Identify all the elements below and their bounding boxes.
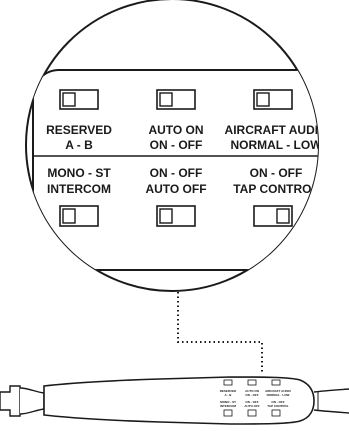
switch-auto-off[interactable] bbox=[156, 205, 196, 227]
switch-reserved[interactable] bbox=[59, 89, 99, 110]
switch-aircraft-audio[interactable] bbox=[253, 89, 293, 110]
switch-knob bbox=[159, 208, 173, 224]
mini-label-mono-st-line2: INTERCOM bbox=[220, 404, 237, 408]
mini-label-auto-on-line1: AUTO ON bbox=[245, 389, 259, 393]
mini-label-tap-control-line2: TAP CONTROL bbox=[267, 404, 289, 408]
label-reserved-line2: A - B bbox=[65, 138, 93, 152]
label-tap-control-line2: TAP CONTROL bbox=[233, 182, 319, 196]
mini-label-mono-st-line1: MONO - ST bbox=[220, 400, 236, 404]
mini-switch bbox=[223, 409, 233, 417]
label-mono-st-line1: MONO - ST bbox=[47, 166, 111, 180]
cable-neck-left bbox=[19, 387, 45, 415]
leader-line bbox=[177, 292, 263, 374]
mini-switch bbox=[271, 379, 281, 386]
switch-tap-control[interactable] bbox=[253, 205, 293, 227]
label-aircraft-audio-line2: NORMAL - LOW bbox=[230, 138, 322, 152]
mini-label-reserved-line2: A - B bbox=[225, 393, 233, 397]
label-auto-on-line1: AUTO ON bbox=[148, 123, 203, 137]
mini-label-aircraft-audio-line2: NORMAL - LOW bbox=[267, 393, 290, 397]
control-module: RESERVED A - B AUTO ON ON - OFF AIRCRAFT… bbox=[0, 376, 349, 425]
label-auto-on-line2: ON - OFF bbox=[150, 138, 203, 152]
mini-switch bbox=[223, 379, 233, 386]
switch-mono-st[interactable] bbox=[59, 205, 99, 227]
mini-label-tap-control-line1: ON - OFF bbox=[271, 400, 284, 404]
mini-label-reserved-line1: RESERVED bbox=[220, 389, 237, 393]
switch-knob bbox=[62, 208, 76, 224]
label-auto-off-line2: AUTO OFF bbox=[145, 182, 206, 196]
mini-switch bbox=[247, 379, 257, 386]
label-reserved-line1: RESERVED bbox=[46, 123, 112, 137]
label-aircraft-audio-line1: AIRCRAFT AUDIO bbox=[225, 123, 328, 137]
mini-switch bbox=[247, 409, 257, 417]
module-housing bbox=[43, 376, 315, 425]
mini-label-auto-on-line2: ON - OFF bbox=[245, 393, 258, 397]
switch-knob bbox=[159, 92, 173, 107]
mini-label-auto-off-line1: ON - OFF bbox=[245, 400, 258, 404]
mini-switch-panel: RESERVED A - B AUTO ON ON - OFF AIRCRAFT… bbox=[220, 379, 292, 417]
cable-plug-left bbox=[0, 385, 21, 417]
switch-knob bbox=[276, 208, 290, 224]
label-auto-off-line1: ON - OFF bbox=[150, 166, 203, 180]
switch-knob bbox=[256, 92, 270, 107]
magnified-view: RESERVED A - B AUTO ON ON - OFF AIRCRAFT… bbox=[25, 0, 328, 292]
switch-knob bbox=[62, 92, 76, 107]
label-mono-st-line2: INTERCOM bbox=[47, 182, 111, 196]
mini-switch bbox=[271, 409, 281, 417]
mini-label-aircraft-audio-line1: AIRCRAFT AUDIO bbox=[265, 389, 291, 393]
switch-auto-on[interactable] bbox=[156, 89, 196, 110]
label-tap-control-line1: ON - OFF bbox=[250, 166, 303, 180]
mini-label-auto-off-line2: AUTO OFF bbox=[244, 404, 259, 408]
